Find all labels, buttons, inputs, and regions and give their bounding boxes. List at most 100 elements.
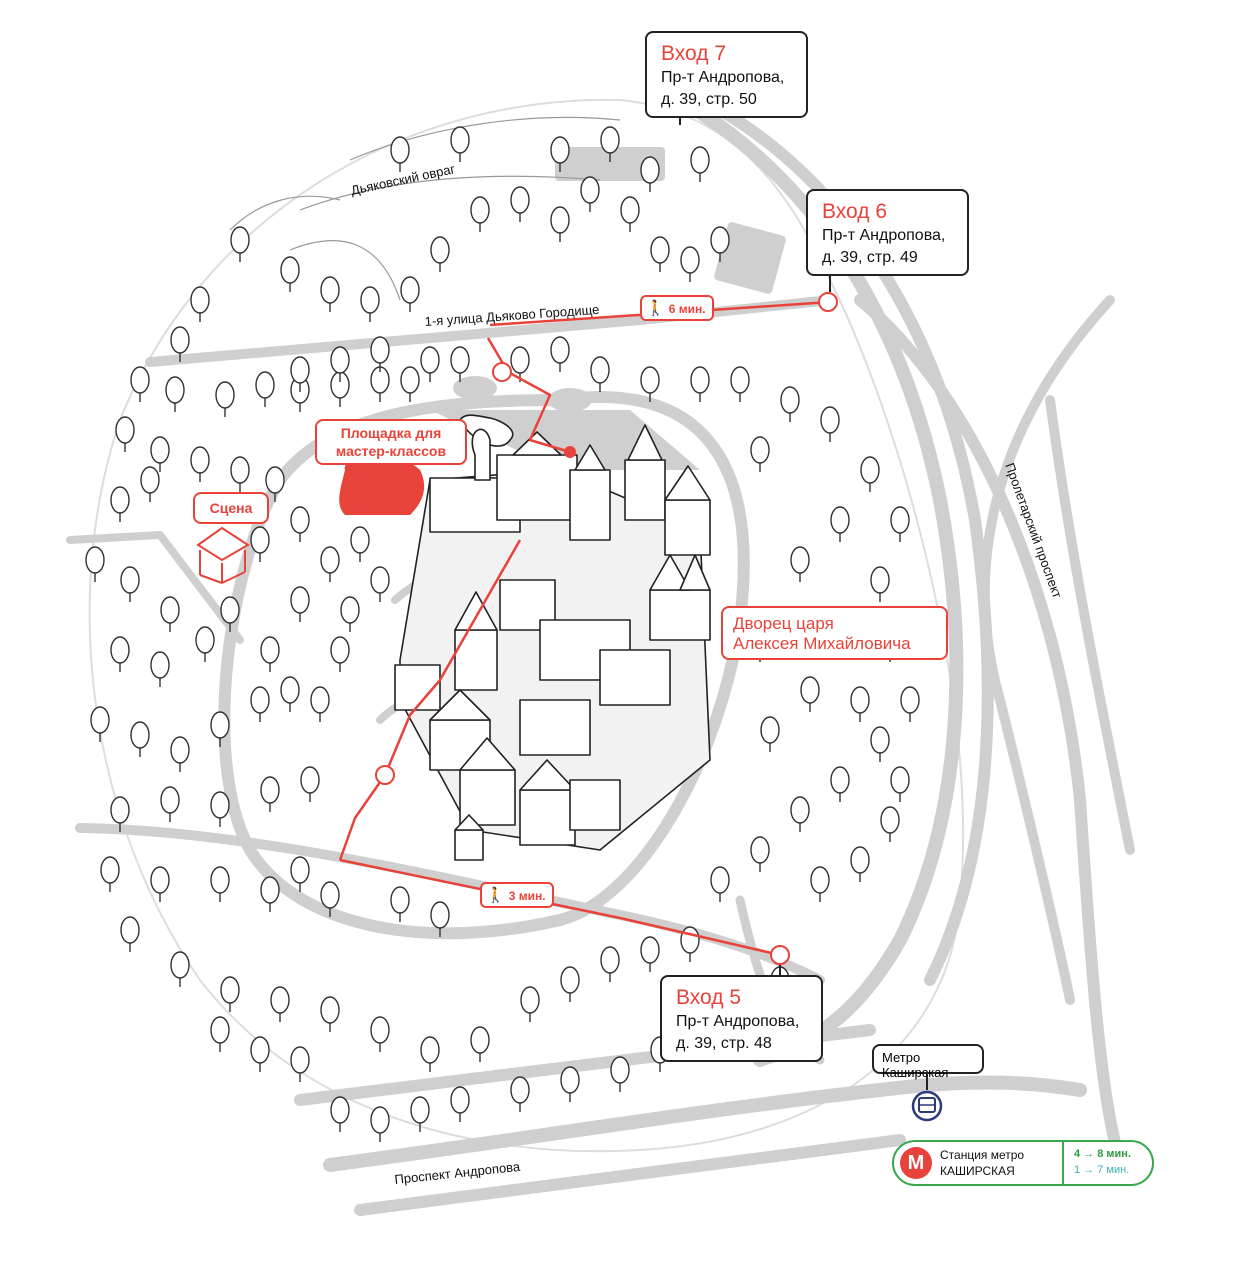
route-to-entrance5 (339, 858, 781, 957)
tree-icon (410, 1096, 430, 1132)
tree-icon (215, 381, 235, 417)
entrance-6-title: Вход 6 (822, 200, 888, 223)
stage-label: Сцена (209, 500, 253, 516)
tree-icon (110, 636, 130, 672)
tree-icon (640, 936, 660, 972)
tree-icon (230, 226, 250, 262)
route-palace-north (486, 337, 571, 454)
tree-icon (750, 836, 770, 872)
road-andropova-2 (354, 1134, 906, 1216)
tree-icon (450, 346, 470, 382)
tree-icon (430, 901, 450, 937)
tree-icon (780, 386, 800, 422)
tree-icon (250, 1036, 270, 1072)
tree-icon (550, 136, 570, 172)
tree-icon (760, 716, 780, 752)
tree-icon (290, 356, 310, 392)
tree-icon (400, 366, 420, 402)
route-marker (564, 446, 576, 458)
tree-icon (830, 766, 850, 802)
road-right-1 (854, 294, 1126, 1166)
tree-icon (260, 636, 280, 672)
tree-icon (320, 881, 340, 917)
tree-icon (360, 286, 380, 322)
tree-icon (450, 126, 470, 162)
metro-station-card[interactable]: М Станция метро КАШИРСКАЯ 4 → 8 мин. 1 →… (892, 1140, 1154, 1186)
tree-icon (370, 336, 390, 372)
tree-icon (710, 226, 730, 262)
workshop-label: Площадка для мастер-классов (335, 425, 447, 459)
route-marker (375, 765, 395, 785)
workshop-area (339, 456, 425, 515)
tree-icon (870, 566, 890, 602)
bus-stop-tag[interactable]: Метро Каширская (872, 1044, 984, 1080)
tree-icon (650, 236, 670, 272)
metro-divider (1062, 1142, 1064, 1184)
tree-icon (110, 796, 130, 832)
tree-icon (130, 721, 150, 757)
entrance-5-address-1: Пр-т Андропова, (676, 1013, 800, 1030)
tree-icon (510, 1076, 530, 1112)
entrance-5-callout[interactable]: Вход 5 Пр-т Андропова, д. 39, стр. 48 (660, 975, 823, 1062)
tree-icon (85, 546, 105, 582)
entrance-6-callout[interactable]: Вход 6 Пр-т Андропова, д. 39, стр. 49 (806, 189, 969, 276)
stage-tag[interactable]: Сцена (193, 492, 269, 524)
tree-icon (140, 466, 160, 502)
tree-icon (330, 1096, 350, 1132)
road-ring (218, 390, 750, 940)
palace-tag[interactable]: Дворец царя Алексея Михайловича (721, 606, 948, 660)
tree-icon (170, 951, 190, 987)
stage-pavilion (196, 526, 250, 584)
road-right-2 (979, 295, 1115, 1005)
entrance-6-address-2: д. 39, стр. 49 (822, 249, 918, 266)
metro-route-teal: 1 → 7 мин. (1074, 1164, 1130, 1176)
tree-icon (450, 1086, 470, 1122)
tree-icon (270, 986, 290, 1022)
tree-icon (340, 596, 360, 632)
tree-icon (230, 456, 250, 492)
palace-label-1: Дворец царя (733, 614, 834, 633)
tree-icon (870, 726, 890, 762)
tree-icon (320, 546, 340, 582)
workshop-tag[interactable]: Площадка для мастер-классов (315, 419, 467, 465)
tree-icon (250, 686, 270, 722)
tree-icon (850, 686, 870, 722)
tree-icon (110, 486, 130, 522)
tree-icon (810, 866, 830, 902)
tree-icon (470, 1026, 490, 1062)
tree-icon (710, 866, 730, 902)
tree-icon (290, 506, 310, 542)
tree-icon (115, 416, 135, 452)
tree-icon (550, 206, 570, 242)
tree-icon (390, 136, 410, 172)
bus-stop-icon (911, 1090, 943, 1122)
tree-icon (170, 326, 190, 362)
metro-logo-icon: М (900, 1147, 932, 1179)
tree-icon (190, 446, 210, 482)
tree-icon (120, 916, 140, 952)
tree-icon (160, 596, 180, 632)
walk-time-5-label: 3 мин. (508, 889, 546, 903)
tree-icon (790, 796, 810, 832)
tree-icon (90, 706, 110, 742)
tree-icon (130, 366, 150, 402)
tree-icon (210, 791, 230, 827)
tree-icon (150, 436, 170, 472)
tree-icon (640, 366, 660, 402)
tree-icon (300, 766, 320, 802)
entrance-7-title: Вход 7 (661, 42, 727, 65)
tree-icon (880, 806, 900, 842)
route-west-palace (338, 539, 522, 861)
route-marker (492, 362, 512, 382)
tree-icon (290, 856, 310, 892)
tree-icon (280, 676, 300, 712)
tree-icon (680, 246, 700, 282)
tree-icon (900, 686, 920, 722)
tree-icon (255, 371, 275, 407)
tree-icon (210, 711, 230, 747)
tree-icon (220, 976, 240, 1012)
entrance-7-callout[interactable]: Вход 7 Пр-т Андропова, д. 39, стр. 50 (645, 31, 808, 118)
entrance-7-address-1: Пр-т Андропова, (661, 69, 785, 86)
walk-time-5: 🚶3 мин. (480, 882, 554, 908)
